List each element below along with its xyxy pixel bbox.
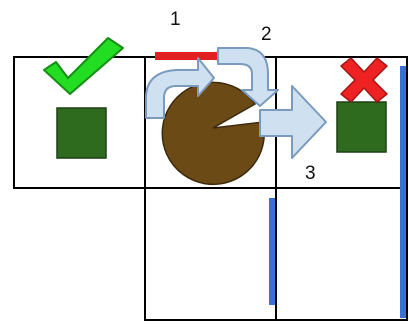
step-label-3: 3 xyxy=(305,163,316,184)
cell-bottom-right xyxy=(275,187,408,321)
red-wall-top xyxy=(155,52,231,60)
arrow-curve-1 xyxy=(145,57,215,119)
block-square-right xyxy=(336,101,387,153)
blue-wall-bottom-middle xyxy=(269,198,275,305)
pacman-body xyxy=(161,81,266,185)
check-mark-icon xyxy=(43,37,124,95)
arrow-straight-3 xyxy=(259,85,327,159)
arrow-curve-2 xyxy=(217,47,279,107)
cell-bottom-middle xyxy=(144,187,277,321)
step-label-1: 1 xyxy=(170,9,181,30)
blue-wall-right-top xyxy=(400,66,406,318)
step-label-2: 2 xyxy=(261,24,272,45)
block-square-left xyxy=(56,107,107,159)
cross-mark-icon xyxy=(340,57,388,103)
